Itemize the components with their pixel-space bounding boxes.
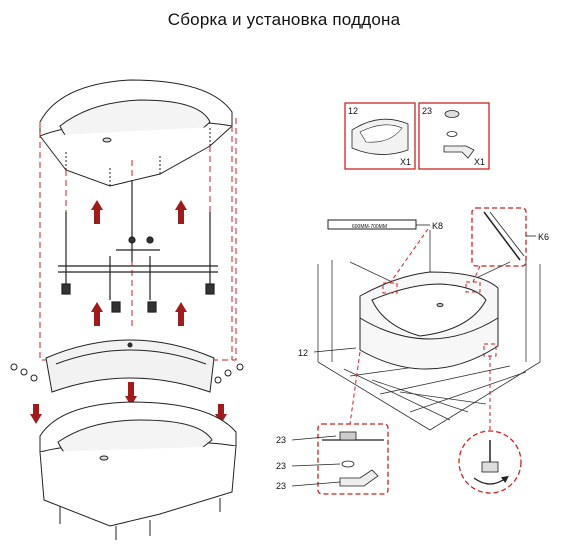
arrows-up xyxy=(91,200,187,326)
level-range-label: 600MM-700MM xyxy=(352,224,387,230)
front-apron xyxy=(45,339,215,393)
level-tool: 600MM-700MM K8 xyxy=(327,219,443,231)
tray-detail-markers xyxy=(349,228,497,430)
tray-12-label: 12 xyxy=(298,348,308,358)
tray-installed xyxy=(359,271,499,370)
drain-detail: 23 23 23 xyxy=(276,423,389,495)
box-23-number: 23 xyxy=(422,106,432,116)
box-23-quantity: X1 xyxy=(474,157,485,167)
drain-23b-label: 23 xyxy=(276,461,286,471)
tray-assembled xyxy=(39,401,237,540)
level-k8-label: K8 xyxy=(432,221,443,231)
leg-adjust-detail xyxy=(458,430,522,494)
profile-k6-label: K6 xyxy=(538,232,549,242)
parts-box-23: 23 X1 xyxy=(418,102,490,170)
side-screws xyxy=(10,363,244,384)
box-12-quantity: X1 xyxy=(400,157,411,167)
parts-box-12: 12 X1 xyxy=(344,102,416,170)
drain-23a-label: 23 xyxy=(276,435,286,445)
box-12-number: 12 xyxy=(348,106,358,116)
page-title: Сборка и установка поддона xyxy=(167,10,401,29)
support-frame xyxy=(58,180,218,313)
tray-top-exploded xyxy=(39,79,233,187)
tray-callout-12: 12 xyxy=(298,347,357,358)
profile-box-k6: K6 xyxy=(471,207,549,267)
drain-23c-label: 23 xyxy=(276,481,286,491)
